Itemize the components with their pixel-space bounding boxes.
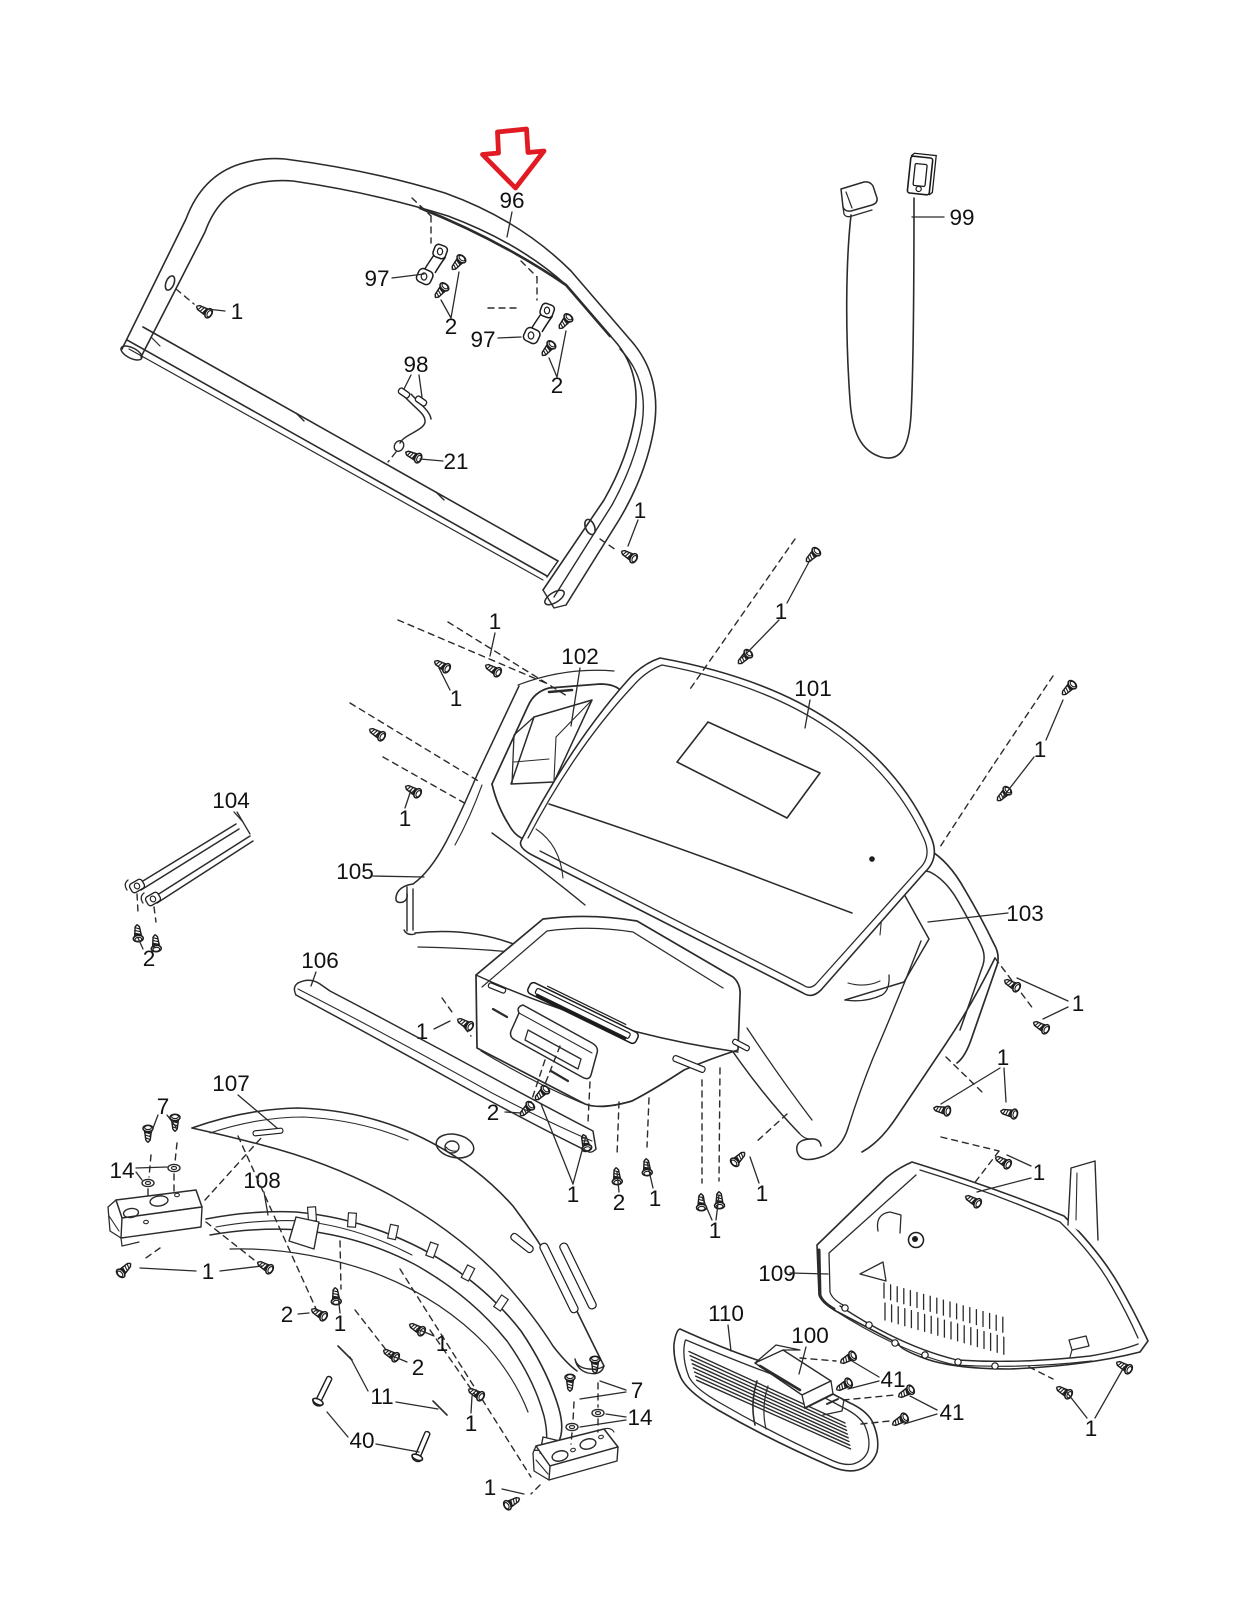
svg-text:101: 101 <box>794 676 832 701</box>
svg-text:2: 2 <box>613 1190 626 1215</box>
svg-text:14: 14 <box>109 1158 134 1183</box>
svg-text:1: 1 <box>1085 1416 1098 1441</box>
svg-text:2: 2 <box>412 1355 425 1380</box>
svg-text:7: 7 <box>631 1378 644 1403</box>
svg-text:1: 1 <box>231 299 244 324</box>
svg-text:2: 2 <box>281 1302 294 1327</box>
svg-text:1: 1 <box>634 498 647 523</box>
svg-text:105: 105 <box>336 859 374 884</box>
svg-text:1: 1 <box>450 686 463 711</box>
svg-text:1: 1 <box>1072 991 1085 1016</box>
svg-text:104: 104 <box>212 788 250 813</box>
svg-text:1: 1 <box>775 599 788 624</box>
svg-text:1: 1 <box>649 1186 662 1211</box>
svg-text:103: 103 <box>1006 901 1044 926</box>
svg-text:98: 98 <box>403 352 428 377</box>
svg-text:97: 97 <box>470 327 495 352</box>
svg-text:1: 1 <box>567 1182 580 1207</box>
svg-text:96: 96 <box>499 188 524 213</box>
svg-text:1: 1 <box>202 1259 215 1284</box>
svg-text:1: 1 <box>756 1181 769 1206</box>
svg-text:41: 41 <box>939 1400 964 1425</box>
svg-text:1: 1 <box>997 1045 1010 1070</box>
svg-text:107: 107 <box>212 1071 250 1096</box>
svg-text:99: 99 <box>949 205 974 230</box>
svg-text:1: 1 <box>484 1475 497 1500</box>
svg-text:7: 7 <box>157 1094 170 1119</box>
svg-text:109: 109 <box>758 1261 796 1286</box>
svg-text:110: 110 <box>708 1301 744 1326</box>
svg-text:21: 21 <box>443 449 468 474</box>
svg-text:1: 1 <box>1034 737 1047 762</box>
svg-text:2: 2 <box>551 373 564 398</box>
svg-text:102: 102 <box>561 644 599 669</box>
svg-text:2: 2 <box>143 946 156 971</box>
svg-text:2: 2 <box>487 1100 500 1125</box>
svg-text:40: 40 <box>349 1428 374 1453</box>
svg-text:1: 1 <box>709 1218 722 1243</box>
svg-text:97: 97 <box>364 266 389 291</box>
svg-text:1: 1 <box>489 609 502 634</box>
svg-text:1: 1 <box>399 806 412 831</box>
svg-text:41: 41 <box>880 1367 905 1392</box>
svg-text:14: 14 <box>627 1405 652 1430</box>
svg-text:11: 11 <box>370 1384 393 1409</box>
svg-text:106: 106 <box>301 948 339 973</box>
svg-text:1: 1 <box>334 1311 347 1336</box>
svg-text:1: 1 <box>436 1331 449 1356</box>
svg-text:1: 1 <box>1033 1160 1046 1185</box>
svg-text:100: 100 <box>791 1323 829 1348</box>
svg-text:2: 2 <box>445 314 458 339</box>
svg-text:1: 1 <box>465 1411 478 1436</box>
